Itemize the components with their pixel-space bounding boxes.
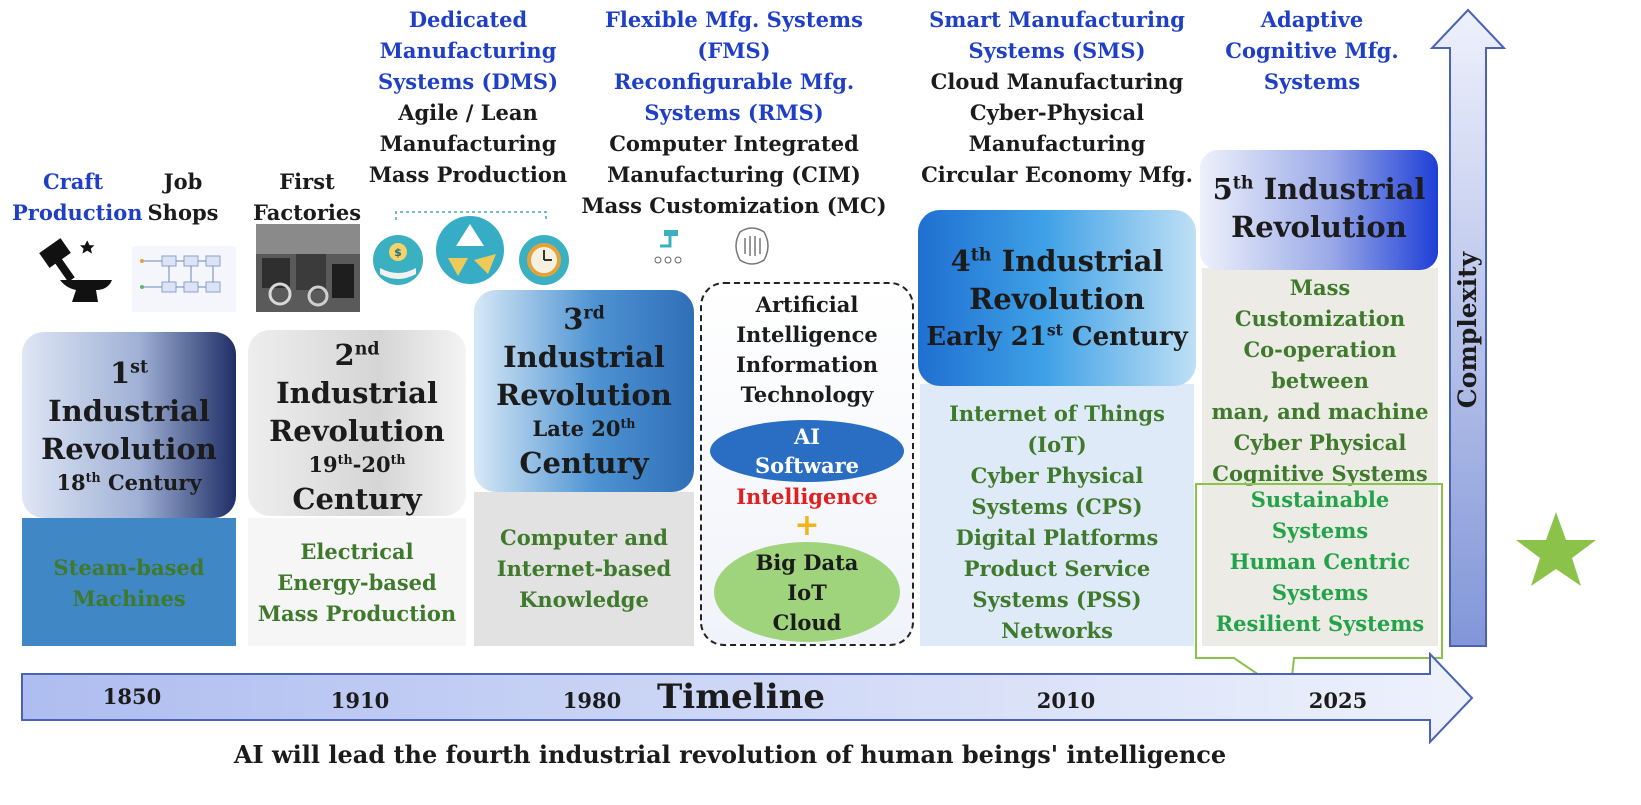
star-icon [1516,512,1596,586]
ai-dashed-box: Artificial Intelligence Information Tech… [700,282,914,646]
ai-chip-icon [735,227,769,265]
caption: AI will lead the fourth industrial revol… [233,740,1227,769]
timeline-label: Timeline [656,677,825,717]
dms-label: Dedicated Manufacturing Systems (DMS) Ag… [368,7,568,187]
fourth-revolution-box: 4th Industrial Revolution Early 21st Cen… [918,210,1196,386]
workflow-diagram-icon [132,246,236,312]
intelligence-label: Intelligence [736,484,878,509]
fms-rms-label: Flexible Mfg. Systems (FMS) Reconfigurab… [581,7,887,218]
factory-photo-icon [256,224,360,312]
plus-icon: + [794,508,820,543]
anvil-hammer-icon [39,238,112,302]
fourth-rev-bottom-bg [920,384,1194,646]
adaptive-cognitive-label: Adaptive Cognitive Mfg. Systems [1225,7,1399,94]
year-2010: 2010 [1036,688,1096,713]
svg-text:$: $ [394,246,402,259]
year-1910: 1910 [330,688,390,713]
economy-recycle-clock-icons: $ [373,211,569,285]
complexity-arrow [1429,8,1507,647]
second-revolution-box: 2nd Industrial Revolution 19th-20th Cent… [248,330,466,516]
year-1980: 1980 [562,688,622,713]
robot-arm-icon [654,230,682,264]
complexity-label-wrap: Complexity [1438,250,1498,410]
first-revolution-box: 1st Industrial Revolution 18th Century [22,332,236,518]
year-1850: 1850 [102,684,162,709]
complexity-label: Complexity [1453,251,1482,409]
sms-label: Smart Manufacturing Systems (SMS) Cloud … [921,7,1193,187]
timeline-arrow [21,652,1474,744]
fifth-revolution-box: 5th Industrial Revolution [1200,150,1438,270]
year-2025: 2025 [1308,688,1368,713]
fifth-rev-bottom-bg [1202,268,1438,646]
third-revolution-box: 3rd Industrial Revolution Late 20th Cent… [474,290,694,492]
